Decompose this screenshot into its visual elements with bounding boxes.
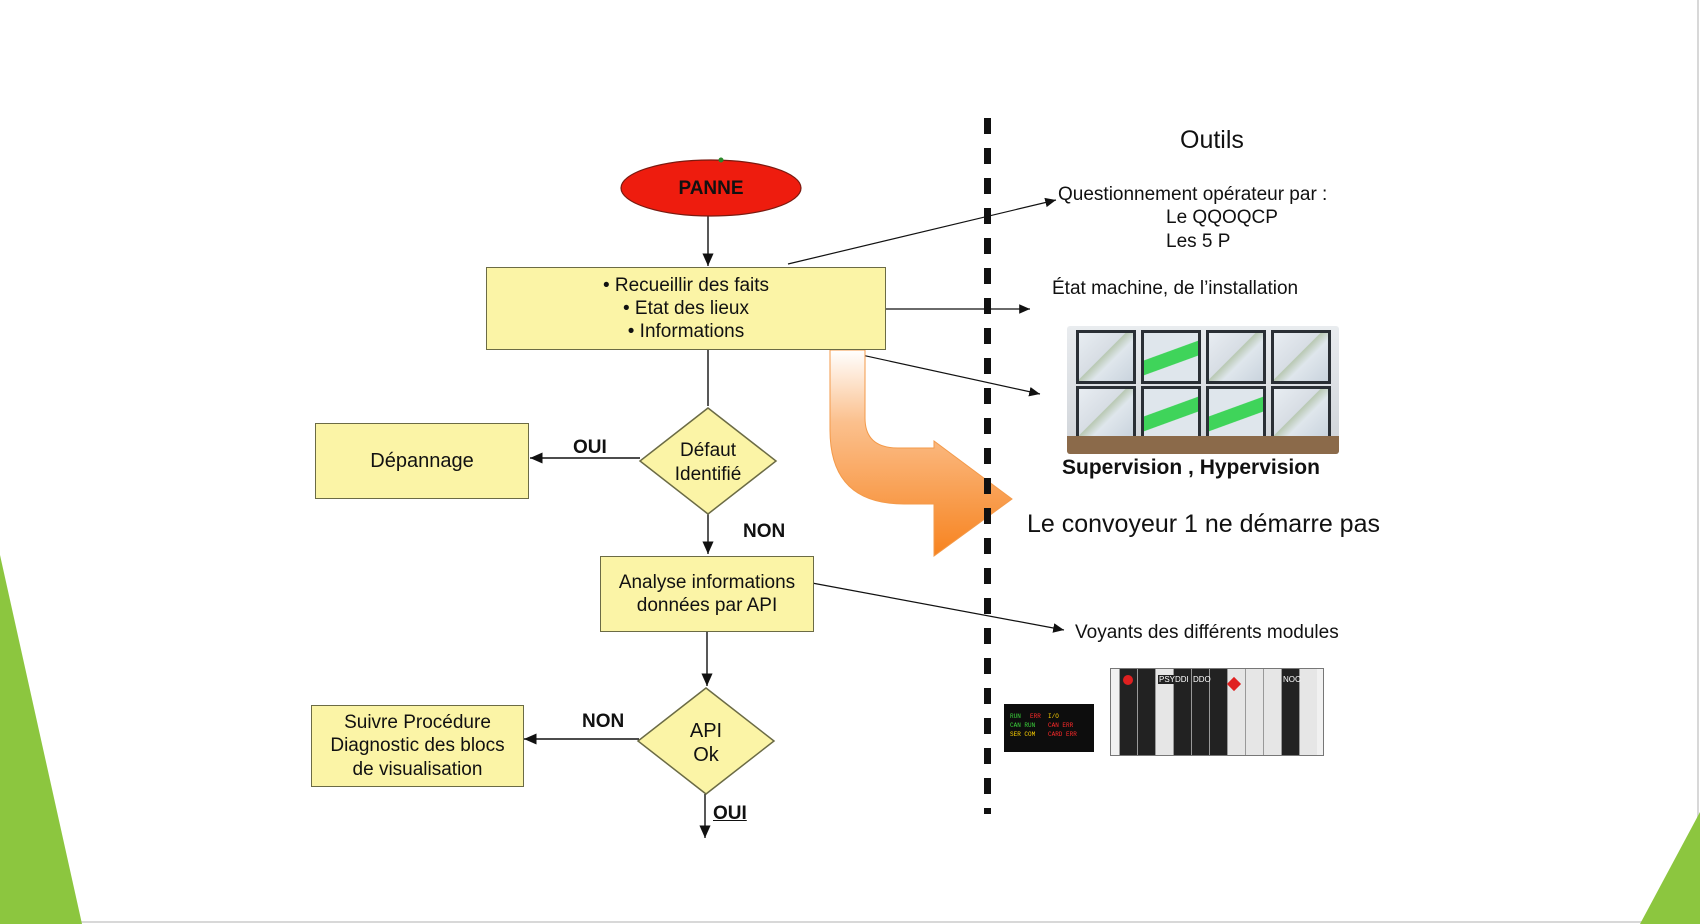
dashed-separator <box>984 118 991 814</box>
label-no-api: NON <box>582 711 625 732</box>
indicators-label: Voyants des différents modules <box>1075 622 1339 643</box>
decision-fault-label: Défaut Identifié <box>674 440 742 485</box>
example-statement: Le convoyeur 1 ne démarre pas <box>1027 510 1380 538</box>
green-right-triangle <box>1640 812 1700 924</box>
led-panel-image: RUN ERR I/O CAN RUN CAN ERR SER COM CARD… <box>1004 704 1094 752</box>
questioning-line-1: Questionnement opérateur par : <box>1058 184 1328 205</box>
collect-item: • Etat des lieux <box>623 297 749 319</box>
supervision-image <box>1067 326 1339 454</box>
plc-rack-image: PSY DDI DDO NOC <box>1110 668 1324 756</box>
analyse-box: Analyse informations données par API <box>600 556 814 632</box>
supervision-caption: Supervision , Hypervision <box>1062 456 1320 479</box>
label-yes-fault: OUI <box>573 437 607 458</box>
pointer-questioning <box>787 197 1057 265</box>
label-no-fault: NON <box>743 521 786 542</box>
tools-title: Outils <box>1180 126 1244 154</box>
questioning-line-3: Les 5 P <box>1166 231 1231 252</box>
collect-item: • Recueillir des faits <box>602 274 770 296</box>
repair-box: Dépannage <box>315 423 529 499</box>
orange-curved-arrow <box>829 349 1013 557</box>
questioning-line-2: Le QQOQCP <box>1166 207 1278 228</box>
green-left-triangle <box>0 555 82 924</box>
pointer-indicators <box>811 582 1065 633</box>
procedure-box: Suivre Procédure Diagnostic des blocs de… <box>311 705 524 787</box>
start-label: PANNE <box>678 178 744 199</box>
machine-state-label: État machine, de l’installation <box>1052 278 1299 299</box>
label-yes-api: OUI <box>713 803 747 824</box>
decision-api-label: API Ok <box>689 720 723 766</box>
collect-facts-box: • Recueillir des faits • Etat des lieux … <box>486 267 886 350</box>
collect-item: • Informations <box>627 321 745 343</box>
